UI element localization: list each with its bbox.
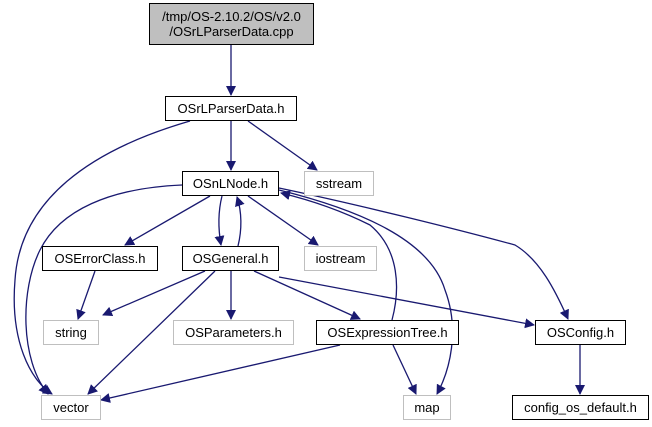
edge-osexpressiontree_h-to-vector — [100, 344, 341, 403]
node-sstream: sstream — [304, 171, 374, 196]
edge-osnlnode_h-to-osgeneral_h — [214, 195, 225, 246]
node-osconfig-h[interactable]: OSConfig.h — [535, 320, 626, 345]
node-osgeneral-h[interactable]: OSGeneral.h — [182, 246, 279, 271]
node-root-osrlparserdata-cpp: /tmp/OS-2.10.2/OS/v2.0 /OSrLParserData.c… — [149, 3, 314, 45]
node-config-os-default-h[interactable]: config_os_default.h — [512, 395, 649, 420]
edge-osnlnode_h-to-osconfig_h — [278, 187, 569, 320]
edge-osgeneral_h-to-osconfig_h — [278, 276, 535, 329]
edge-osexpressiontree_h-to-map — [392, 344, 417, 395]
node-label-line-2: /OSrLParserData.cpp — [169, 24, 294, 39]
node-label-line-1: /tmp/OS-2.10.2/OS/v2.0 — [162, 9, 301, 24]
edge-osnlnode_h-to-oserrorclass_h — [124, 195, 211, 246]
edge-parserdata_h-to-sstream — [247, 120, 318, 171]
node-string: string — [43, 320, 99, 345]
edge-osnlnode_h-to-iostream — [247, 195, 319, 246]
node-osexpressiontree-h[interactable]: OSExpressionTree.h — [316, 320, 459, 345]
edge-osnlnode_h-to-map — [278, 189, 454, 395]
node-iostream: iostream — [304, 246, 377, 271]
edge-osgeneral_h-to-osnlnode_h — [235, 196, 245, 247]
edge-osgeneral_h-to-vector — [87, 270, 216, 395]
edge-parserdata_h-to-vector — [13, 120, 191, 395]
edge-osnlnode_h-to-vector — [25, 184, 183, 395]
edge-osgeneral_h-to-osexpressiontree_h — [253, 270, 361, 320]
node-vector: vector — [41, 395, 101, 420]
node-oserrorclass-h[interactable]: OSErrorClass.h — [42, 246, 158, 271]
edge-oserrorclass_h-to-string — [76, 270, 96, 320]
node-map: map — [403, 395, 451, 420]
edge-osexpressiontree_h-to-osnlnode_h — [280, 190, 398, 321]
node-osparameters-h: OSParameters.h — [173, 320, 294, 345]
node-osnlnode-h[interactable]: OSnLNode.h — [182, 171, 279, 196]
edge-osgeneral_h-to-string — [102, 270, 206, 317]
node-osrlparserdata-h[interactable]: OSrLParserData.h — [165, 96, 297, 121]
